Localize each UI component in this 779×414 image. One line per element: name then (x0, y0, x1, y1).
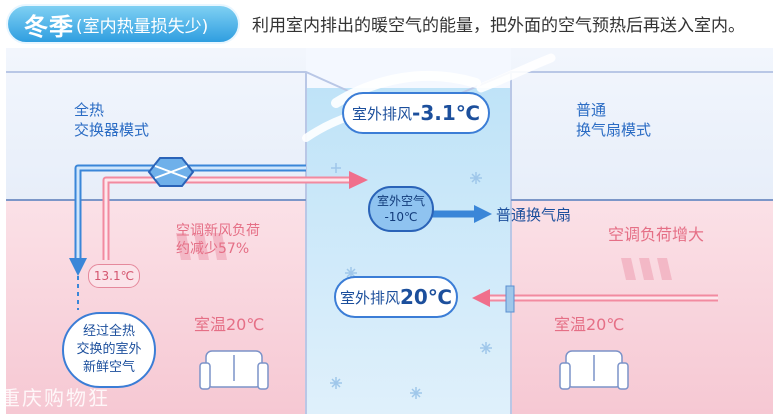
title-pill: 冬季 (室内热量损失少) (6, 4, 240, 44)
fresh-air-callout: 经过全热 交换的室外 新鲜空气 (62, 312, 156, 388)
right-mode-line2: 换气扇模式 (576, 121, 652, 139)
supply-note-line1: 经过全热 (82, 324, 135, 339)
right-attic (511, 48, 773, 200)
warm-exhaust-arrowhead (349, 171, 368, 189)
fan-vent (505, 285, 515, 313)
right-room-temp: 室温20℃ (554, 315, 625, 334)
sofa-icon-left (199, 350, 269, 390)
right-room (511, 200, 773, 414)
sofa-icon-right (559, 350, 629, 390)
title-sub: (室内热量损失少) (76, 16, 209, 37)
exhaust-bottom-value: 20℃ (399, 285, 453, 309)
left-mode-line1: 全热 (74, 101, 105, 119)
outdoor-shaft (306, 88, 511, 414)
heat-falling-icon (176, 233, 227, 260)
fresh-air-arrowhead (69, 258, 87, 276)
supply-note-line2: 交换的室外 (76, 342, 142, 357)
exhaust-top-bubble: 室外排风-3.1℃ (342, 92, 490, 134)
load-increase-note: 空调负荷增大 (608, 225, 705, 244)
load-reduction-note: 空调新风负荷 约减少57% (176, 222, 260, 258)
supply-temp-badge: 13.1℃ (88, 264, 140, 288)
supply-note-line3: 新鲜空气 (82, 360, 135, 375)
description: 利用室内排出的暖空气的能量，把外面的空气预热后再送入室内。 (252, 16, 745, 36)
left-mode-line2: 交换器模式 (74, 121, 150, 139)
exhaust-bottom-prefix: 室外排风 (339, 288, 400, 307)
load-note-line2: 约减少57% (176, 241, 250, 257)
load-note-line1: 空调新风负荷 (176, 223, 260, 239)
scene-graphics (6, 48, 773, 414)
left-mode-label: 全热 交换器模式 (74, 100, 149, 140)
heat-exchanger-icon (147, 157, 195, 187)
outdoor-air-badge: 室外空气 -10℃ (368, 186, 434, 232)
right-mode-label: 普通 换气扇模式 (576, 100, 651, 140)
diagram-scene: 全热 交换器模式 空调新风负荷 约减少57% 13.1℃ 经过全热 交换的室外 … (6, 48, 773, 414)
right-mode-line1: 普通 (576, 101, 607, 119)
exhaust-top-prefix: 室外排风 (352, 104, 413, 123)
exhaust-top-value: -3.1℃ (412, 101, 480, 125)
heat-rising-icon (621, 258, 672, 280)
left-room-temp: 室温20℃ (194, 315, 265, 334)
normal-fan-label: 普通换气扇 (496, 206, 572, 224)
watermark: 重庆购物狂 (0, 386, 110, 410)
outdoor-air-line2: -10℃ (384, 210, 418, 224)
wind-streak (476, 53, 556, 93)
title-main: 冬季 (24, 12, 74, 41)
outdoor-air-line1: 室外空气 (376, 194, 425, 208)
